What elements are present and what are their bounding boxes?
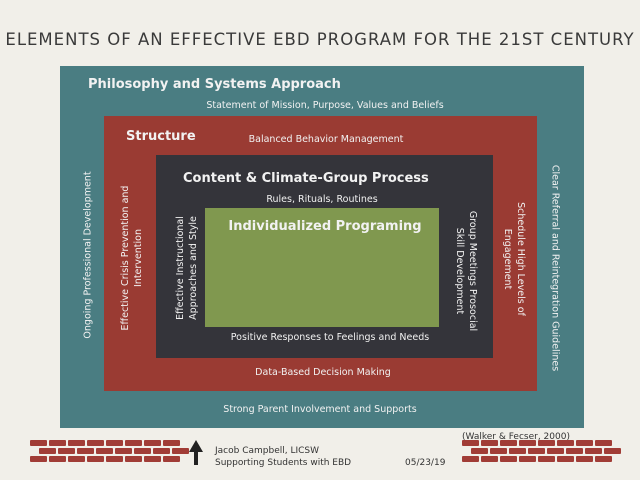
structure-bottom-text: Data-Based Decision Making	[255, 367, 391, 378]
philosophy-heading: Philosophy and Systems Approach	[88, 77, 341, 92]
content-heading: Content & Climate-Group Process	[183, 171, 429, 186]
philosophy-left-text: Ongoing Professional Development	[82, 171, 94, 339]
structure-heading: Structure	[126, 129, 196, 144]
course-name: Supporting Students with EBD	[215, 458, 352, 468]
content-top-text: Rules, Rituals, Routines	[266, 194, 378, 205]
individualized-layer	[205, 208, 439, 327]
philosophy-top-text: Statement of Mission, Purpose, Values an…	[206, 100, 444, 111]
slide-date: 05/23/19	[405, 458, 446, 468]
individualized-heading: Individualized Programing	[228, 219, 422, 234]
author-name: Jacob Campbell, LICSW	[215, 446, 320, 456]
philosophy-right-text: Clear Referral and Reintegration Guideli…	[549, 164, 561, 372]
structure-top-text: Balanced Behavior Management	[248, 134, 404, 145]
content-bottom-text: Positive Responses to Feelings and Needs	[230, 332, 430, 343]
slide-title: ELEMENTS OF AN EFFECTIVE EBD PROGRAM FOR…	[5, 30, 635, 49]
philosophy-bottom-text: Strong Parent Involvement and Supports	[223, 404, 417, 415]
citation: (Walker & Fecser, 2000)	[462, 432, 570, 442]
arrow-up-icon	[189, 440, 203, 465]
